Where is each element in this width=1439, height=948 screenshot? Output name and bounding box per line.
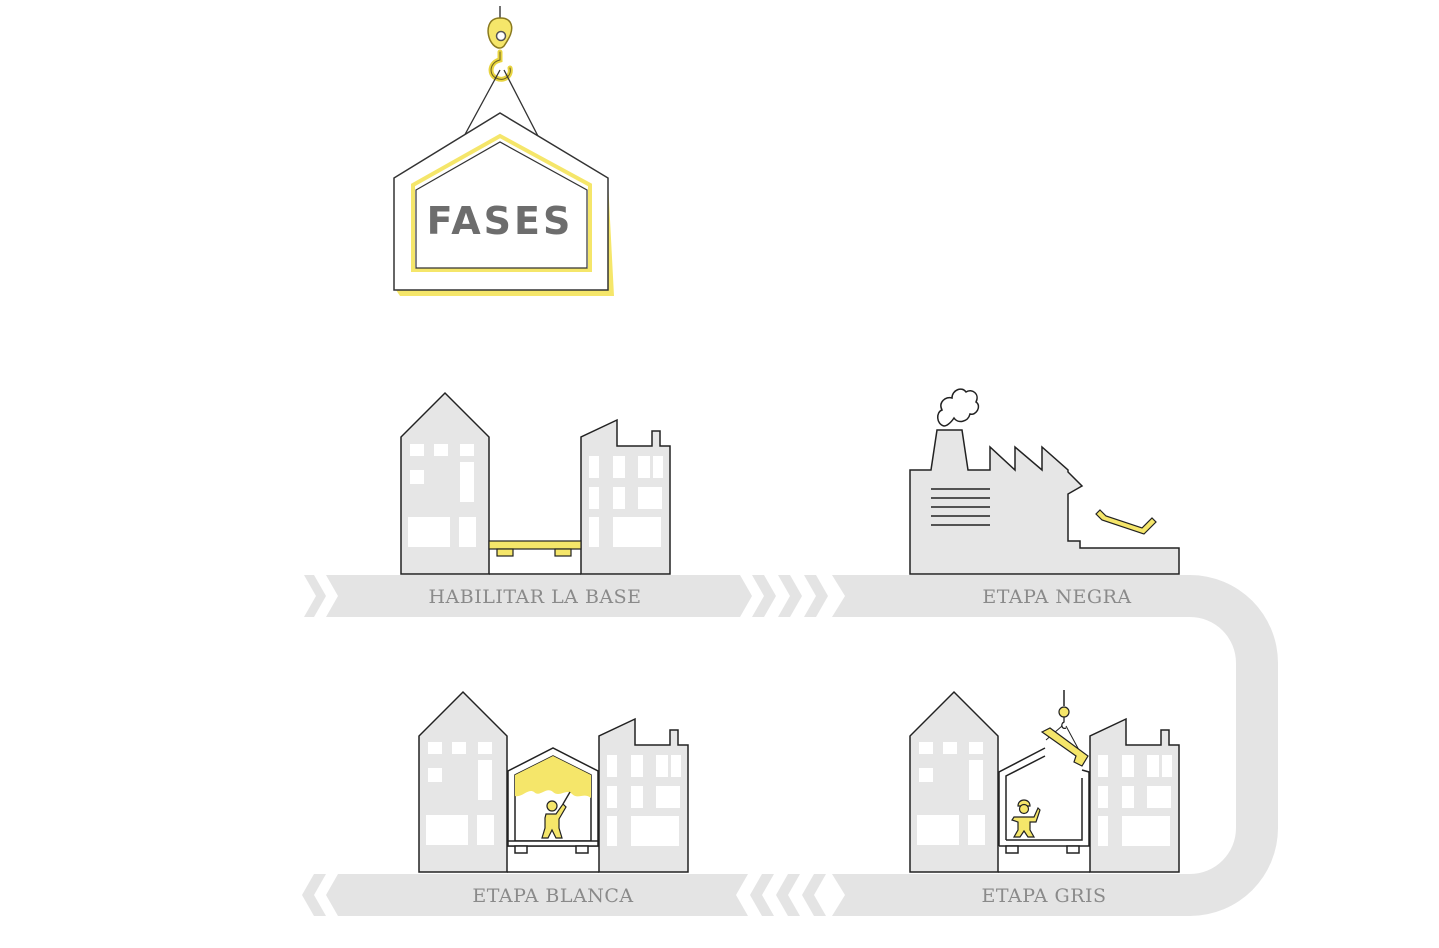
crane-beam-icon [1040,727,1089,767]
stage-label-etapa-gris: ETAPA GRIS [981,885,1106,907]
chevron-icon [1236,749,1278,769]
windows [408,444,663,547]
house-sign-icon [393,112,614,296]
chevron-icon [1236,705,1278,725]
factory-lines [931,488,990,526]
page-title: FASES [427,199,574,243]
chevron-icon [776,874,800,916]
factory-icon [909,429,1180,575]
chevron-icon [802,874,826,916]
stage-label-etapa-negra: ETAPA NEGRA [982,586,1131,608]
chevron-icon [304,575,326,617]
chevron-icon [302,874,326,916]
windows [426,742,681,846]
chevron-icon [1236,727,1278,747]
chevron-icon [752,575,776,617]
chevron-icon [750,874,774,916]
crane-beam-icon [1095,509,1157,535]
windows [917,742,1172,846]
worker-icon [1011,799,1041,838]
stage-label-habilitar: HABILITAR LA BASE [428,586,641,608]
stage-illustration-etapa-negra [909,388,1180,575]
stage-label-etapa-blanca: ETAPA BLANCA [472,885,633,907]
worker-icon [541,791,571,839]
smoke-icon [937,388,980,427]
chevron-icon [778,575,802,617]
chevron-icon-group [302,575,1278,916]
chevron-icon [804,575,828,617]
title-sign: FASES [393,6,614,296]
flow-track [326,575,1278,916]
